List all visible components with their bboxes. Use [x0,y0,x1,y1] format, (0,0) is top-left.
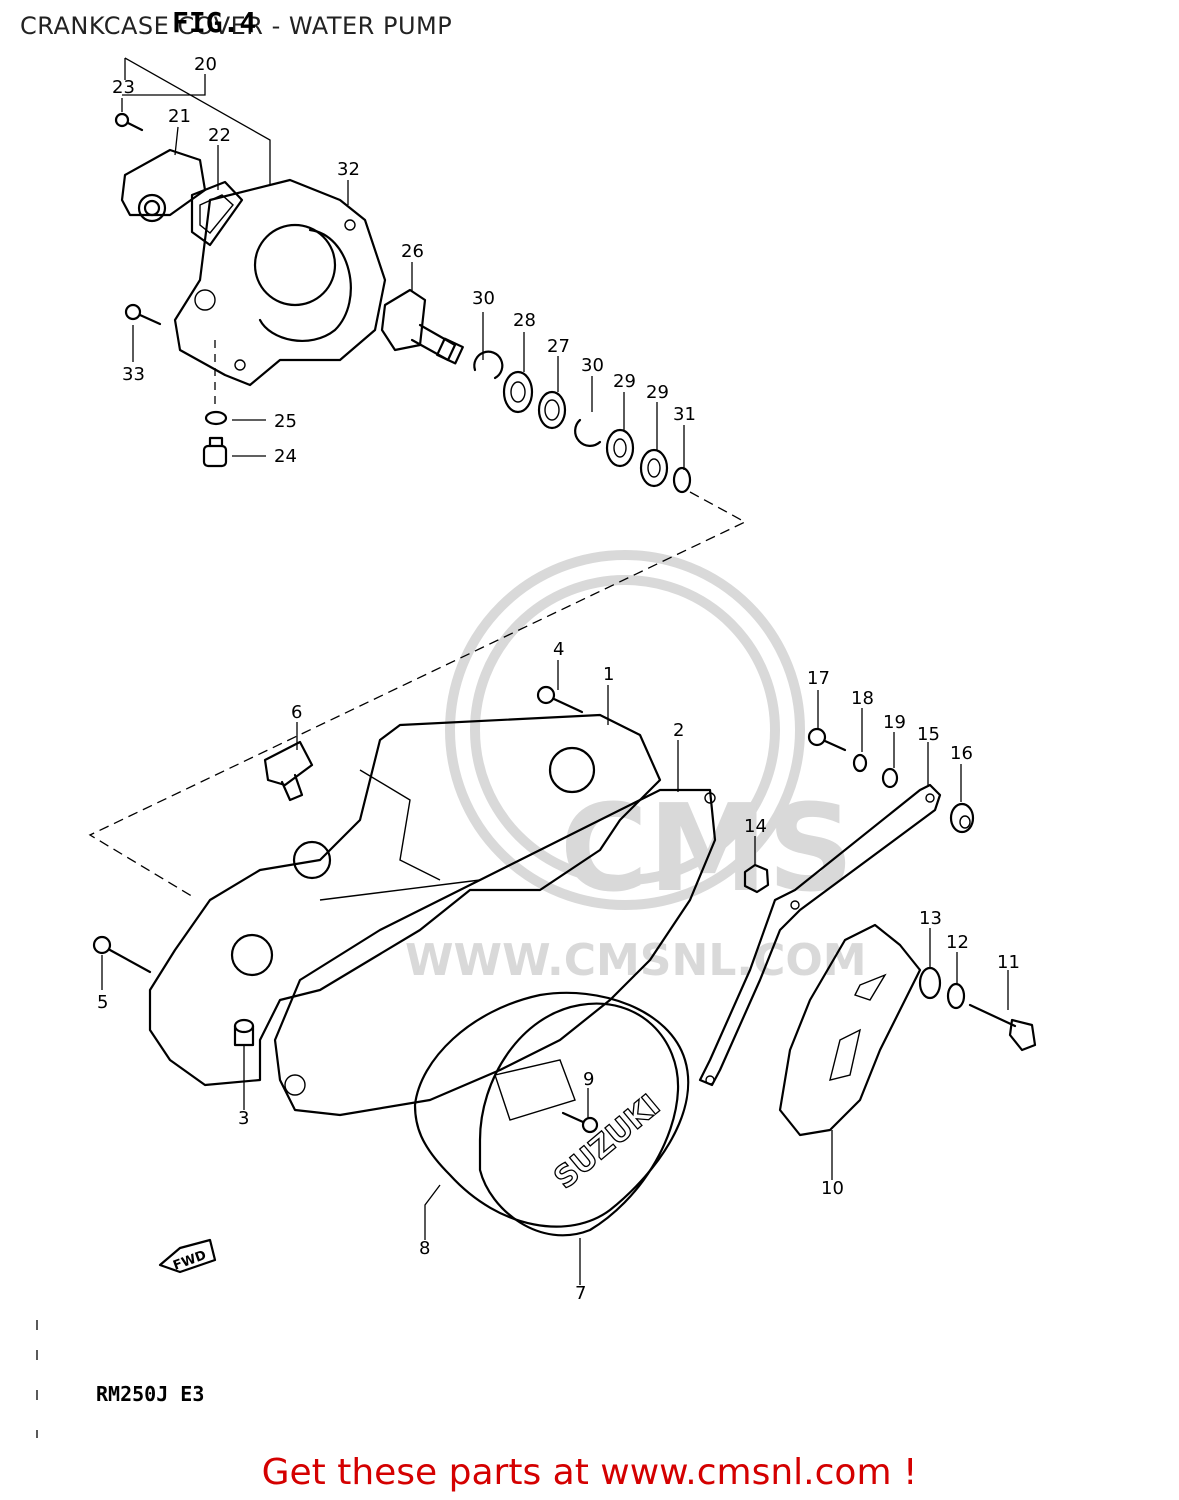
callout-18: 18 [851,688,874,709]
callout-12: 12 [946,932,969,953]
part-5-bolt [92,935,152,974]
callout-15: 15 [917,724,940,745]
callout-26: 26 [401,241,424,262]
part-25-washer [204,410,266,426]
part-15-stay [698,783,942,1087]
part-1-crankcase-cover [148,713,662,1087]
part-32-pump-housing [173,178,387,387]
callout-14: 14 [744,816,767,837]
model-code: RM250J E3 [96,1382,205,1406]
group-bracket-20 [124,57,271,185]
part-30-circlip-a [473,350,504,380]
callout-27: 27 [547,336,570,357]
part-30-circlip-b [574,418,602,447]
part-4-bolt [536,685,584,714]
callout-10: 10 [821,1178,844,1199]
callout-19: 19 [883,712,906,733]
callout-24: 24 [274,446,297,467]
part-23-bolt [114,112,144,132]
callout-9: 9 [583,1069,594,1090]
callout-31: 31 [673,404,696,425]
callout-4: 4 [553,639,564,660]
part-13-washer [918,966,942,1000]
fwd-arrow-icon: FWD [158,1238,217,1274]
suzuki-marking: SUZUKI [548,1088,667,1196]
assembly-guide-line [88,491,747,899]
part-27-oil-seal [537,390,567,430]
watermark-url: WWW.CMSNL.COM [405,935,867,986]
callout-23: 23 [112,77,135,98]
callout-32: 32 [337,159,360,180]
callout-29b: 29 [646,382,669,403]
callout-6: 6 [291,702,302,723]
callout-1: 1 [603,664,614,685]
part-29-seal-a [605,428,635,468]
callout-28: 28 [513,310,536,331]
part-26-impeller-shaft [380,288,464,365]
callout-8: 8 [419,1238,430,1259]
part-33-bolt [124,303,162,326]
part-11-bolt [968,1003,1037,1052]
callout-30a: 30 [472,288,495,309]
footer-cta[interactable]: Get these parts at www.cmsnl.com ! [261,1452,918,1493]
watermark-text: CMS [560,780,854,919]
part-9-screw [561,1111,599,1134]
part-12-washer [946,982,966,1010]
part-6-filler-cap [263,740,314,802]
part-16-collar [949,802,975,834]
callout-30b: 30 [581,355,604,376]
part-8-clutch-gasket [413,991,690,1228]
part-17-bolt [807,727,847,752]
part-18-washer [852,753,868,773]
callout-17: 17 [807,668,830,689]
callout-7: 7 [575,1283,586,1304]
callout-3: 3 [238,1108,249,1129]
part-22-gasket [190,180,244,247]
callout-13: 13 [919,908,942,929]
leader-20 [122,74,206,96]
callout-20: 20 [194,54,217,75]
part-31-circlip [672,466,692,494]
part-2-gasket [273,788,717,1117]
watermark-logo: CMS WWW.CMSNL.COM [405,550,867,986]
leader-8 [424,1184,441,1240]
callout-29a: 29 [613,371,636,392]
figure-number: FIG.4 [172,6,257,39]
part-3-dowel [233,1018,255,1047]
part-24-drain-bolt [202,436,266,468]
callout-21: 21 [168,106,191,127]
part-19-washer [881,767,899,789]
callout-16: 16 [950,743,973,764]
diagram-title: CRANKCASE COVER - WATER PUMP [20,12,453,40]
part-29-seal-b [639,448,669,488]
callout-33: 33 [122,364,145,385]
part-10-guard [778,923,922,1137]
leader-21 [174,126,179,156]
callout-2: 2 [673,720,684,741]
callout-5: 5 [97,992,108,1013]
callout-25: 25 [274,411,297,432]
callout-11: 11 [997,952,1020,973]
part-28-bearing [502,370,534,414]
callout-22: 22 [208,125,231,146]
